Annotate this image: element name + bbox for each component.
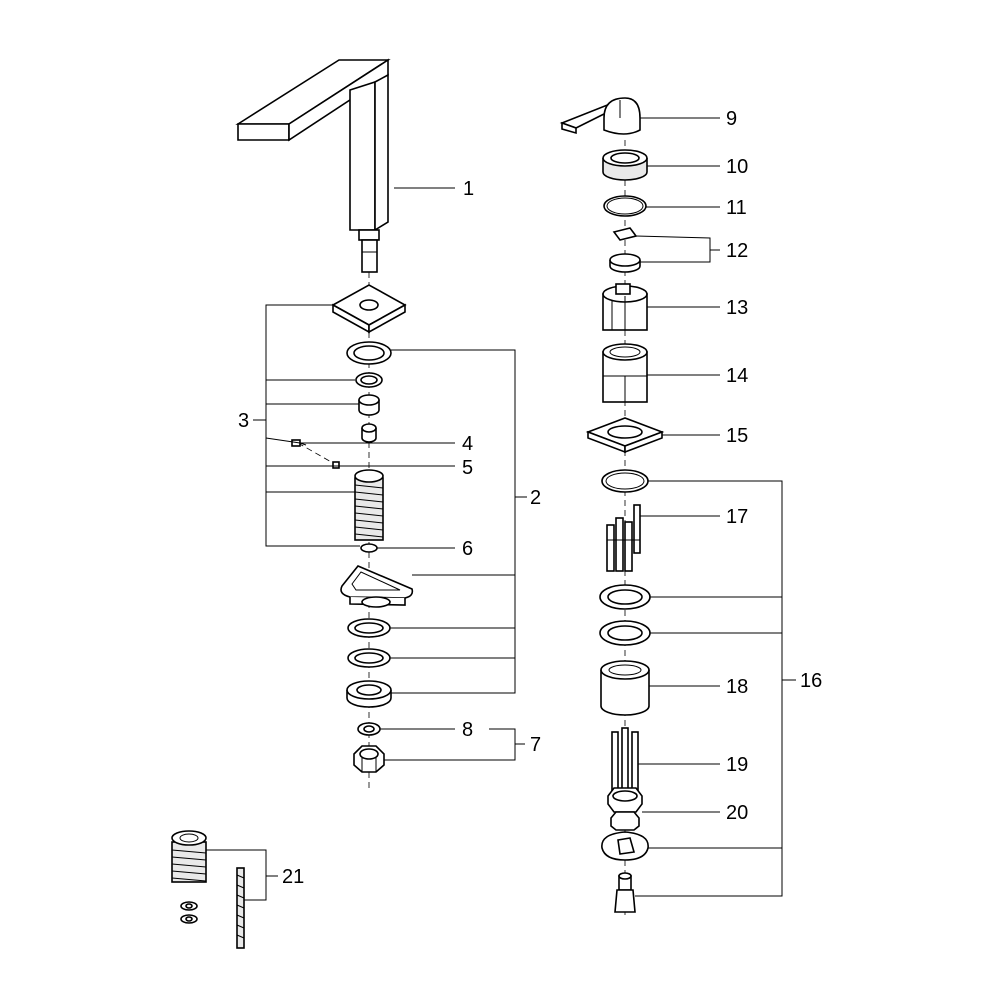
leader-lines xyxy=(206,117,796,901)
ring-part-16c xyxy=(599,620,651,646)
callout-9: 9 xyxy=(726,108,737,130)
cartridge-part-13 xyxy=(602,283,648,331)
callout-16: 16 xyxy=(800,670,822,692)
callout-10: 10 xyxy=(726,156,748,178)
washer-part-6 xyxy=(360,543,378,553)
callout-18: 18 xyxy=(726,676,748,698)
o-ring-part-11 xyxy=(603,195,647,217)
washer-part-21b xyxy=(180,901,198,911)
callout-15: 15 xyxy=(726,425,748,447)
washer-part-8 xyxy=(357,722,381,736)
sleeve-part-14 xyxy=(602,343,648,403)
threaded-shank-part-3e xyxy=(354,469,384,541)
sleeve-part-3c xyxy=(358,394,380,416)
clip-plate-part-16d xyxy=(601,831,649,861)
callout-11: 11 xyxy=(726,197,747,219)
callout-5: 5 xyxy=(462,457,473,479)
square-plate-part-15 xyxy=(585,417,665,454)
hex-nut-part-7 xyxy=(353,745,385,773)
sleeve-part-18 xyxy=(600,660,650,716)
threaded-ring-part-10 xyxy=(602,149,648,181)
callout-4: 4 xyxy=(462,433,473,455)
callout-13: 13 xyxy=(726,297,748,319)
nut-part-2d xyxy=(346,680,392,708)
callout-17: 17 xyxy=(726,506,748,528)
callout-7: 7 xyxy=(530,734,541,756)
ring-part-16b xyxy=(599,584,651,610)
base-plate-part-3a xyxy=(331,284,407,334)
callout-20: 20 xyxy=(726,802,748,824)
nut-part-20 xyxy=(607,787,643,831)
callout-12: 12 xyxy=(726,240,748,262)
lever-handle-part-9 xyxy=(559,97,641,135)
o-ring-large-part-2 xyxy=(346,341,392,365)
callout-8: 8 xyxy=(462,719,473,741)
bush-part-3d xyxy=(361,423,377,443)
o-ring-part-16a xyxy=(601,469,649,493)
callout-6: 6 xyxy=(462,538,473,560)
pin-part-5 xyxy=(332,461,340,469)
rods-part-19 xyxy=(611,727,639,791)
clip-part-12a xyxy=(612,227,638,241)
callout-21: 21 xyxy=(282,866,304,888)
callout-19: 19 xyxy=(726,754,748,776)
callout-3: 3 xyxy=(238,410,249,432)
callout-14: 14 xyxy=(726,365,748,387)
ring-part-2c xyxy=(347,648,391,668)
callout-2: 2 xyxy=(530,487,541,509)
threaded-sleeve-part-21a xyxy=(171,830,207,883)
o-ring-small-part-3b xyxy=(355,372,383,388)
adapter-part-12b xyxy=(609,253,641,273)
spout-part-1 xyxy=(235,58,391,273)
callout-1: 1 xyxy=(463,178,474,200)
ring-part-2b xyxy=(347,618,391,638)
washer-part-21c xyxy=(180,914,198,924)
connector-part-16e xyxy=(614,872,636,913)
triangle-gasket-part-2a xyxy=(340,565,414,608)
studs-part-17 xyxy=(606,504,641,572)
threaded-rod-part-21d xyxy=(236,867,245,949)
